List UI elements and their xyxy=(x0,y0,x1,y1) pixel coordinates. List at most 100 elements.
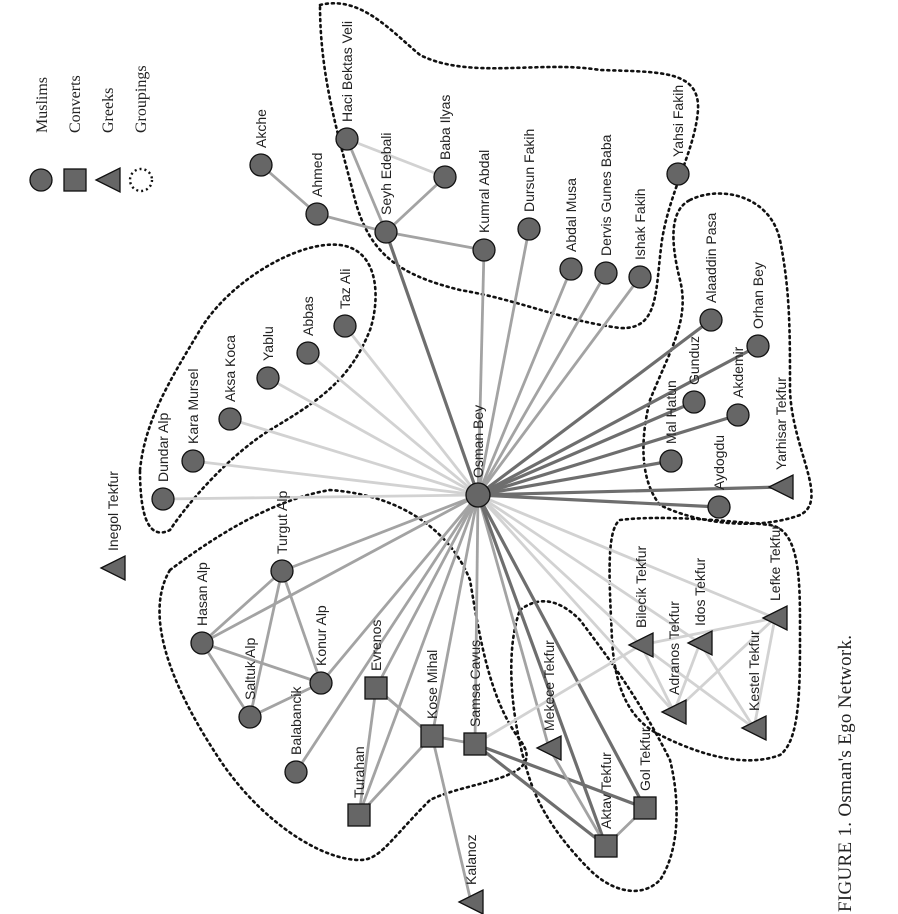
edge xyxy=(672,642,702,713)
edge xyxy=(307,351,479,497)
edge xyxy=(267,376,479,497)
node-gunduz[interactable] xyxy=(682,390,706,414)
node-label-yahsi-fakih: Yahsi Fakih xyxy=(670,85,686,157)
node-label-hasan-alp: Hasan Alp xyxy=(194,562,210,626)
edge xyxy=(476,268,573,496)
node-ishak-fakih[interactable] xyxy=(628,265,652,289)
node-label-akdemir: Akdemir xyxy=(730,346,746,398)
edge xyxy=(476,228,531,496)
node-kose-mihal[interactable] xyxy=(420,724,444,748)
edge xyxy=(384,231,480,496)
node-samsa-cavus[interactable] xyxy=(463,732,487,756)
node-label-inegol-tekfur: Inegol Tekfur xyxy=(105,471,121,551)
node-label-taz-ali: Taz Ali xyxy=(337,269,353,309)
node-label-turahan: Turahan xyxy=(351,746,367,798)
node-aksa-koca[interactable] xyxy=(218,407,242,431)
node-hasan-alp[interactable] xyxy=(190,631,214,655)
edge xyxy=(346,137,446,179)
edge xyxy=(357,735,434,816)
edge xyxy=(477,459,672,497)
node-label-balabancik: Balabancik xyxy=(288,686,304,755)
edge xyxy=(357,494,480,816)
node-label-alaaddin-pasa: Alaaddin Pasa xyxy=(703,212,719,303)
node-turahan[interactable] xyxy=(347,803,371,827)
legend: Muslims Converts Greeks Groupings xyxy=(29,65,154,194)
node-turgut-alp[interactable] xyxy=(270,559,294,583)
node-osman-bey[interactable] xyxy=(465,482,491,508)
edge xyxy=(201,493,479,645)
node-label-lefke-tekfur: Lefke Tekfur xyxy=(767,525,783,601)
edge xyxy=(476,249,486,496)
grouping-bottom-right xyxy=(608,516,802,762)
node-baba-ilyas[interactable] xyxy=(433,165,457,189)
legend-label-groupings: Groupings xyxy=(133,65,150,133)
edge xyxy=(260,163,318,216)
legend-label-converts: Converts xyxy=(67,75,84,133)
edge xyxy=(319,494,480,684)
node-aktav-tekfur[interactable] xyxy=(594,834,618,858)
edge xyxy=(201,641,322,685)
node-lefke-tekfur[interactable] xyxy=(761,604,788,632)
node-ahmed[interactable] xyxy=(305,202,329,226)
edge xyxy=(477,318,712,497)
node-dervis-gunes-baba[interactable] xyxy=(594,261,618,285)
node-gol-tekfur[interactable] xyxy=(633,796,657,820)
node-idos-tekfur[interactable] xyxy=(686,629,713,657)
node-kestel-tekfur[interactable] xyxy=(740,714,767,742)
node-dursun-fakih[interactable] xyxy=(517,217,541,241)
edge xyxy=(476,494,676,713)
node-label-kara-mursel: Kara Mursel xyxy=(185,369,201,444)
node-saltuk-alp[interactable] xyxy=(238,705,262,729)
edge xyxy=(474,742,646,810)
legend-circle-icon xyxy=(29,168,53,192)
node-haci-bektas-veli[interactable] xyxy=(335,127,359,151)
node-evrenos[interactable] xyxy=(364,676,388,700)
edge xyxy=(547,747,608,847)
node-taz-ali[interactable] xyxy=(333,314,357,338)
node-akche[interactable] xyxy=(249,153,273,177)
node-yahsi-fakih[interactable] xyxy=(666,162,690,186)
edge xyxy=(385,230,485,252)
edge xyxy=(281,493,479,573)
node-kalanoz[interactable] xyxy=(457,888,484,914)
node-balabancik[interactable] xyxy=(284,760,308,784)
edge xyxy=(640,616,776,647)
node-bilecik-tekfur[interactable] xyxy=(627,631,654,659)
node-label-aydogdu: Aydogdu xyxy=(711,435,727,490)
edge xyxy=(201,569,283,645)
node-seyh-edebali[interactable] xyxy=(374,220,398,244)
node-label-kumral-abdal: Kumral Abdal xyxy=(476,150,492,233)
node-label-abbas: Abbas xyxy=(300,296,316,336)
node-dundar-alp[interactable] xyxy=(151,487,175,511)
node-label-dursun-fakih: Dursun Fakih xyxy=(521,129,537,212)
node-mekece-tekfur[interactable] xyxy=(535,734,562,762)
node-kara-mursel[interactable] xyxy=(181,449,205,473)
node-adranos-tekfur[interactable] xyxy=(660,698,687,726)
node-kumral-abdal[interactable] xyxy=(472,238,496,262)
node-abbas[interactable] xyxy=(296,341,320,365)
node-inegol-tekfur[interactable] xyxy=(99,554,126,582)
edge xyxy=(477,493,642,647)
node-label-akche: Akche xyxy=(253,109,269,148)
node-yablu[interactable] xyxy=(256,366,280,390)
node-konur-alp[interactable] xyxy=(309,671,333,695)
node-akdemir[interactable] xyxy=(726,403,750,427)
edge xyxy=(430,735,473,903)
node-label-idos-tekfur: Idos Tekfur xyxy=(692,557,708,626)
legend-dotted-circle-icon xyxy=(128,167,154,193)
node-label-baba-ilyas: Baba Ilyas xyxy=(437,95,453,160)
node-label-ishak-fakih: Ishak Fakih xyxy=(632,188,648,260)
node-aydogdu[interactable] xyxy=(707,495,731,519)
node-label-aksa-koca: Aksa Koca xyxy=(222,335,238,402)
node-orhan-bey[interactable] xyxy=(746,334,770,358)
groupings xyxy=(138,2,813,893)
node-yarhisar-tekfur[interactable] xyxy=(767,473,794,501)
node-abdal-musa[interactable] xyxy=(559,257,583,281)
node-alaaddin-pasa[interactable] xyxy=(699,308,723,332)
node-mal-hatun[interactable] xyxy=(659,449,683,473)
edge xyxy=(639,644,676,713)
edge xyxy=(474,742,607,848)
grouping-left-top xyxy=(138,243,377,534)
